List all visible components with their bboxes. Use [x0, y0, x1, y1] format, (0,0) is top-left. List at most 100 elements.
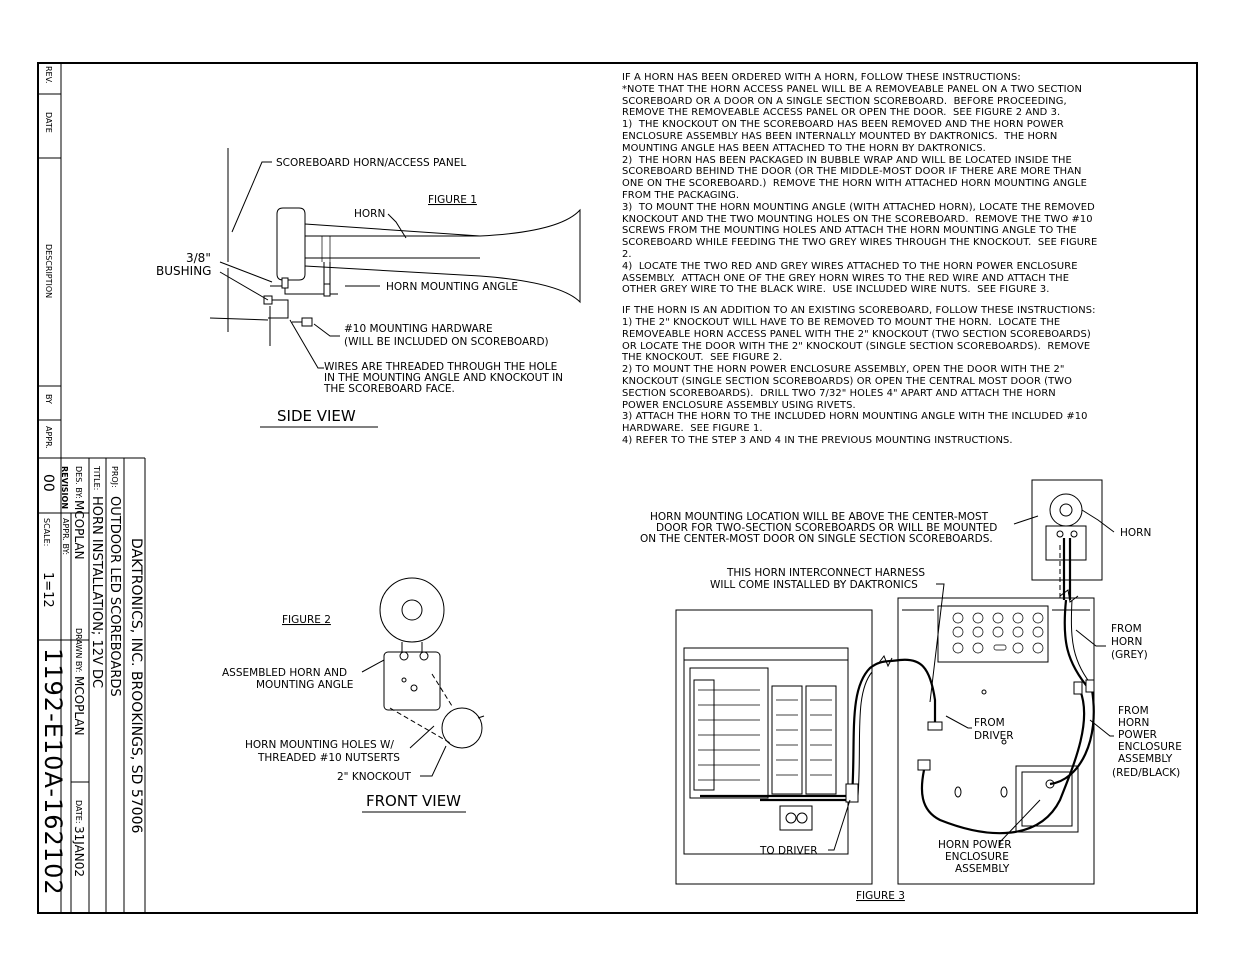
- from-power-label-4: ENCLOSURE: [1118, 741, 1182, 753]
- proj-label: PROJ:: [110, 466, 119, 488]
- title-value: HORN INSTALLATION; 12V DC: [89, 496, 104, 688]
- instructions-text: IF A HORN HAS BEEN ORDERED WITH A HORN, …: [622, 72, 1142, 447]
- revision-label: REVISION: [60, 466, 69, 509]
- bushing-label: BUSHING: [156, 264, 211, 278]
- from-driver-label-2: DRIVER: [974, 730, 1014, 742]
- instruction-line: [622, 296, 1142, 305]
- angle-label: HORN MOUNTING ANGLE: [386, 281, 518, 293]
- scoreboard-door: [897, 597, 1095, 885]
- instruction-line: 4) REFER TO THE STEP 3 AND 4 IN THE PREV…: [622, 434, 1013, 446]
- scale-label: SCALE:: [42, 518, 51, 546]
- location-label-1: HORN MOUNTING LOCATION WILL BE ABOVE THE…: [650, 511, 989, 523]
- from-driver-label-1: FROM: [974, 717, 1005, 729]
- instruction-line: SCOREBOARD BEHIND THE DOOR (OR THE MIDDL…: [622, 166, 1082, 178]
- harness-label-2: WILL COME INSTALLED BY DAKTRONICS: [710, 579, 918, 591]
- figure-1-label: FIGURE 1: [428, 194, 477, 206]
- scale-value: 1=12: [40, 572, 55, 608]
- assembled-label-2: MOUNTING ANGLE: [256, 679, 353, 691]
- horn-panel: [1031, 479, 1103, 581]
- enclosure-label-1: HORN POWER: [938, 839, 1012, 851]
- instruction-line: 3) ATTACH THE HORN TO THE INCLUDED HORN …: [622, 411, 1088, 423]
- driver-enclosure: [675, 609, 873, 885]
- instruction-line: IF THE HORN IS AN ADDITION TO AN EXISTIN…: [622, 305, 1096, 317]
- by-label: BY: [44, 394, 53, 404]
- instruction-line: 3) TO MOUNT THE HORN MOUNTING ANGLE (WIT…: [622, 201, 1095, 213]
- company-name: DAKTRONICS, INC. BROOKINGS, SD 57006: [128, 538, 144, 833]
- instruction-line: SCOREBOARD OR A DOOR ON A SINGLE SECTION…: [622, 95, 1067, 107]
- instruction-line: ONE ON THE SCOREBOARD.) REMOVE THE HORN …: [622, 178, 1087, 190]
- holes-label-1: HORN MOUNTING HOLES W/: [245, 739, 394, 751]
- appr-label: APPR.: [44, 426, 53, 449]
- side-view-label: SIDE VIEW: [277, 407, 356, 425]
- appr-by-label: APPR. BY:: [61, 518, 70, 555]
- instruction-line: MOUNTING ANGLE HAS BEEN ATTACHED TO THE …: [622, 142, 986, 154]
- from-horn-label-3: (GREY): [1111, 649, 1148, 661]
- hardware-label-1: #10 MOUNTING HARDWARE: [344, 323, 493, 335]
- drawn-by-value: MCOPLAN: [72, 676, 86, 736]
- wires-label-3: THE SCOREBOARD FACE.: [323, 383, 455, 395]
- instruction-line: REMOVE THE REMOVEABLE ACCESS PANEL OR OP…: [622, 107, 1061, 119]
- date-label: DATE: [44, 112, 53, 133]
- instruction-line: 1) THE KNOCKOUT ON THE SCOREBOARD HAS BE…: [622, 119, 1064, 131]
- instruction-line: SECTION SCOREBOARDS). DRILL TWO 7/32" HO…: [622, 387, 1056, 399]
- instruction-line: OTHER GREY WIRE TO THE BLACK WIRE. USE I…: [622, 284, 1050, 296]
- figure-2-label: FIGURE 2: [282, 614, 331, 626]
- instruction-line: SCREWS FROM THE MOUNTING HOLES AND ATTAC…: [622, 225, 1077, 237]
- panel-label: SCOREBOARD HORN/ACCESS PANEL: [276, 157, 466, 169]
- horn-label: HORN: [354, 208, 385, 220]
- hardware-label-2: (WILL BE INCLUDED ON SCOREBOARD): [344, 336, 549, 348]
- instruction-line: 1) THE 2" KNOCKOUT WILL HAVE TO BE REMOV…: [622, 316, 1061, 328]
- front-view-label: FRONT VIEW: [366, 792, 461, 810]
- location-label-3: ON THE CENTER-MOST DOOR ON SINGLE SECTIO…: [640, 533, 993, 545]
- figure-3-label: FIGURE 3: [856, 890, 905, 902]
- title-block: DAKTRONICS, INC. BROOKINGS, SD 57006 PRO…: [38, 458, 146, 913]
- revision-value: 00: [40, 474, 56, 492]
- from-power-label-6: (RED/BLACK): [1112, 767, 1180, 779]
- from-power-label-1: FROM: [1118, 705, 1149, 717]
- rev-label: REV.: [44, 66, 53, 84]
- instruction-line: FROM THE PACKAGING.: [622, 189, 740, 201]
- wires-label-1: WIRES ARE THREADED THROUGH THE HOLE: [324, 361, 557, 373]
- instruction-line: ASSEMBLY. ATTACH ONE OF THE GREY HORN WI…: [622, 272, 1070, 284]
- wires-label-2: IN THE MOUNTING ANGLE AND KNOCKOUT IN: [324, 372, 563, 384]
- from-horn-label-1: FROM: [1111, 623, 1142, 635]
- enclosure-label-2: ENCLOSURE: [945, 851, 1009, 863]
- drawn-by-label: DRAWN BY:: [74, 628, 83, 672]
- assembled-label-1: ASSEMBLED HORN AND: [222, 667, 347, 679]
- description-label: DESCRIPTION: [44, 244, 53, 298]
- revision-strip: REV. DATE DESCRIPTION BY APPR.: [38, 63, 145, 459]
- instruction-line: 4) LOCATE THE TWO RED AND GREY WIRES ATT…: [622, 260, 1078, 272]
- bushing-size: 3/8": [186, 251, 211, 265]
- instruction-line: POWER ENCLOSURE ASSEMBLY USING RIVETS.: [622, 399, 856, 411]
- title-label: TITLE:: [92, 465, 101, 490]
- instruction-line: HARDWARE. SEE FIGURE 1.: [622, 423, 763, 435]
- instruction-line: 2) THE HORN HAS BEEN PACKAGED IN BUBBLE …: [622, 154, 1072, 166]
- proj-value: OUTDOOR LED SCOREBOARDS: [107, 496, 122, 697]
- instruction-line: OR LOCATE THE DOOR WITH THE 2" KNOCKOUT …: [622, 340, 1091, 352]
- horn-label-fig3: HORN: [1120, 527, 1151, 539]
- from-horn-label-2: HORN: [1111, 636, 1142, 648]
- enclosure-label-3: ASSEMBLY: [955, 863, 1010, 875]
- instruction-line: 2.: [622, 248, 632, 260]
- from-power-label-3: POWER: [1118, 729, 1157, 741]
- sheet-border: [37, 62, 1198, 914]
- des-by-label: DES. BY:: [74, 466, 83, 499]
- instruction-line: REMOVEABLE HORN ACCESS PANEL WITH THE 2"…: [622, 328, 1091, 340]
- instruction-line: *NOTE THAT THE HORN ACCESS PANEL WILL BE…: [622, 83, 1083, 95]
- figure-3: HORN MOUNTING LOCATION WILL BE ABOVE THE…: [640, 479, 1182, 902]
- des-by-value: MCOPLAN: [72, 500, 86, 560]
- location-label-2: DOOR FOR TWO-SECTION SCOREBOARDS OR WILL…: [656, 522, 997, 534]
- date-value: 31JAN02: [72, 826, 86, 877]
- instruction-line: KNOCKOUT AND THE TWO MOUNTING HOLES ON T…: [622, 213, 1093, 225]
- knockout-label: 2" KNOCKOUT: [337, 771, 411, 783]
- instruction-line: 2) TO MOUNT THE HORN POWER ENCLOSURE ASS…: [622, 364, 1065, 376]
- instruction-line: SCOREBOARD WHILE FEEDING THE TWO GREY WI…: [622, 237, 1098, 249]
- harness-label-1: THIS HORN INTERCONNECT HARNESS: [726, 567, 925, 579]
- drawing-number: 1192-E10A-162102: [39, 648, 67, 896]
- date-field-label: DATE:: [74, 800, 83, 824]
- instruction-line: KNOCKOUT (SINGLE SECTION SCOREBOARDS) OR…: [622, 375, 1072, 387]
- from-power-label-5: ASSEMBLY: [1118, 753, 1173, 765]
- figure-2-front-view: FIGURE 2 ASSEMBLED HORN AND MOUNTING ANG…: [222, 577, 485, 813]
- instruction-line: THE KNOCKOUT. SEE FIGURE 2.: [622, 352, 783, 364]
